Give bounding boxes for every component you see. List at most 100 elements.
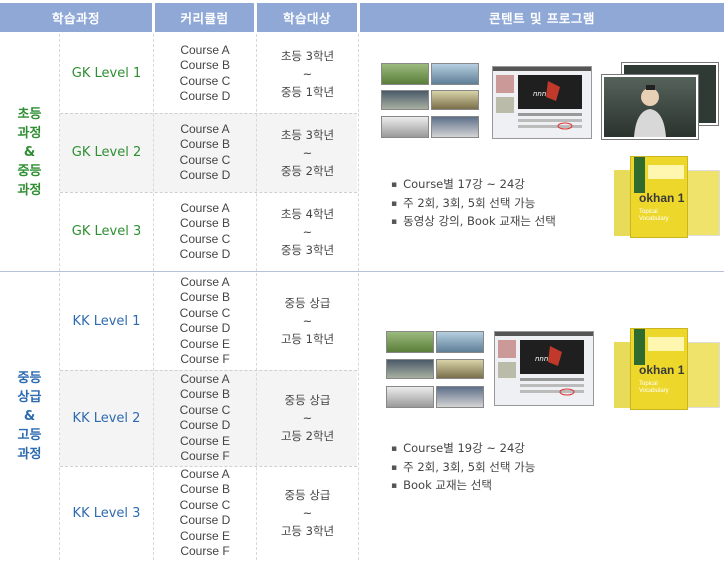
lecturer-icon bbox=[634, 85, 666, 137]
course-list: Course A Course B Course C Course D Cour… bbox=[154, 370, 256, 466]
thumb bbox=[386, 386, 434, 408]
header-content-label: 콘텐트 및 프로그램 bbox=[489, 11, 595, 26]
thumb bbox=[386, 359, 434, 379]
course-item: Course D bbox=[179, 321, 231, 335]
category-elementary: 초등 과정 & 중등 과정 bbox=[0, 34, 59, 271]
target-range: 중등 상급 ~ 고등 3학년 bbox=[257, 466, 358, 560]
row-shade bbox=[60, 113, 357, 192]
book-title-word: okhan bbox=[639, 363, 675, 377]
column-divider bbox=[153, 34, 154, 560]
level-label: KK Level 3 bbox=[72, 505, 141, 521]
course-item: Course A bbox=[180, 42, 230, 57]
target-from: 중등 상급 bbox=[284, 488, 331, 502]
target-range: 초등 3학년 ~ 중등 1학년 bbox=[257, 34, 358, 113]
course-item: Course E bbox=[179, 433, 231, 448]
course-list: Course A Course B Course C Course D Cour… bbox=[154, 272, 256, 370]
target-from: 중등 상급 bbox=[284, 393, 331, 407]
book-subtitle-line: Vocabulary bbox=[639, 388, 669, 394]
course-item: Course B bbox=[179, 387, 231, 401]
target-tilde: ~ bbox=[302, 66, 313, 81]
course-list: Course A Course B Course C Course D bbox=[154, 192, 256, 271]
target-tilde: ~ bbox=[302, 411, 313, 425]
lesson-player-screenshot: nnn bbox=[492, 66, 592, 139]
target-from: 초등 3학년 bbox=[280, 127, 335, 142]
category-line: 과정 bbox=[17, 183, 42, 198]
bullet-item: 동영상 강의, Book 교재는 선택 bbox=[391, 213, 556, 232]
book-title-number: 1 bbox=[677, 363, 685, 377]
course-item: Course C bbox=[179, 73, 231, 88]
thumb bbox=[381, 90, 429, 110]
svg-text:nnn: nnn bbox=[533, 90, 546, 98]
level-name: GK Level 1 bbox=[60, 34, 153, 113]
target-range: 중등 상급 ~ 고등 1학년 bbox=[257, 272, 358, 370]
course-list: Course A Course B Course C Course D bbox=[154, 113, 256, 192]
course-item: Course F bbox=[180, 449, 230, 463]
course-list: Course A Course B Course C Course D Cour… bbox=[154, 466, 256, 560]
book-subtitle: Topical Vocabulary bbox=[639, 381, 669, 395]
course-item: Course C bbox=[179, 402, 231, 417]
course-item: Course B bbox=[179, 137, 231, 151]
program-bullets-2: Course별 19강 ~ 24강 주 2회, 3회, 5회 선택 가능 Boo… bbox=[391, 440, 535, 496]
target-to: 중등 1학년 bbox=[280, 84, 335, 99]
book-title-word: okhan bbox=[639, 191, 675, 205]
category-highschool: 중등 상급 & 고등 과정 bbox=[0, 272, 59, 560]
course-item: Course E bbox=[179, 528, 231, 543]
course-item: Course A bbox=[180, 121, 230, 136]
bullet-item: Book 교재는 선택 bbox=[391, 477, 535, 496]
course-item: Course A bbox=[180, 371, 230, 386]
course-item: Course A bbox=[180, 466, 230, 481]
level-name: KK Level 3 bbox=[60, 466, 153, 560]
category-line: 초등 bbox=[17, 107, 42, 122]
target-to: 중등 3학년 bbox=[280, 242, 335, 257]
level-name: GK Level 3 bbox=[60, 192, 153, 271]
level-name: KK Level 2 bbox=[60, 370, 153, 466]
target-to: 고등 1학년 bbox=[280, 332, 335, 346]
thumb bbox=[386, 331, 434, 353]
thumb bbox=[436, 331, 484, 353]
target-from: 초등 4학년 bbox=[280, 206, 335, 221]
window-titlebar bbox=[495, 332, 593, 336]
level-label: KK Level 1 bbox=[72, 313, 141, 329]
thumb bbox=[436, 359, 484, 379]
target-to: 고등 2학년 bbox=[280, 429, 335, 443]
lesson-player-image: nnn bbox=[495, 336, 593, 405]
level-name: KK Level 1 bbox=[60, 272, 153, 370]
lesson-screens-thumbnail bbox=[381, 63, 481, 139]
book-subtitle-line: Vocabulary bbox=[639, 216, 669, 222]
course-item: Course D bbox=[179, 168, 231, 182]
target-from: 초등 3학년 bbox=[280, 48, 335, 63]
category-line: & bbox=[23, 145, 36, 160]
category-line: 고등 bbox=[17, 427, 42, 443]
book-title: okhan 1 bbox=[639, 363, 684, 377]
section-divider bbox=[0, 271, 724, 272]
thumb bbox=[381, 116, 429, 138]
video-lecture-image bbox=[602, 63, 718, 139]
row-divider bbox=[60, 466, 357, 467]
target-tilde: ~ bbox=[302, 314, 313, 328]
column-divider bbox=[59, 34, 60, 560]
level-label: KK Level 2 bbox=[72, 410, 141, 426]
course-item: Course C bbox=[179, 152, 231, 167]
course-item: Course B bbox=[179, 482, 231, 496]
course-item: Course B bbox=[179, 58, 231, 72]
book-subtitle-line: Topical bbox=[639, 209, 658, 215]
book-subtitle-line: Topical bbox=[639, 381, 658, 387]
header-curriculum-label: 커리큘럼 bbox=[180, 11, 229, 26]
target-range: 초등 3학년 ~ 중등 2학년 bbox=[257, 113, 358, 192]
course-item: Course E bbox=[179, 336, 231, 351]
row-divider bbox=[60, 192, 357, 193]
column-divider bbox=[256, 34, 257, 560]
book-subtitle: Topical Vocabulary bbox=[639, 209, 669, 223]
target-from: 중등 상급 bbox=[284, 296, 331, 310]
book-title: okhan 1 bbox=[639, 191, 684, 205]
thumb bbox=[381, 63, 429, 85]
book-title-number: 1 bbox=[677, 191, 685, 205]
course-item: Course F bbox=[180, 544, 230, 558]
course-item: Course C bbox=[179, 497, 231, 512]
target-tilde: ~ bbox=[302, 145, 313, 160]
header-target: 학습대상 bbox=[257, 3, 357, 32]
program-bullets-1: Course별 17강 ~ 24강 주 2회, 3회, 5회 선택 가능 동영상… bbox=[391, 176, 556, 232]
category-line: 중등 bbox=[17, 370, 42, 386]
bullet-item: Course별 19강 ~ 24강 bbox=[391, 440, 535, 459]
category-line: 상급 bbox=[17, 389, 42, 405]
